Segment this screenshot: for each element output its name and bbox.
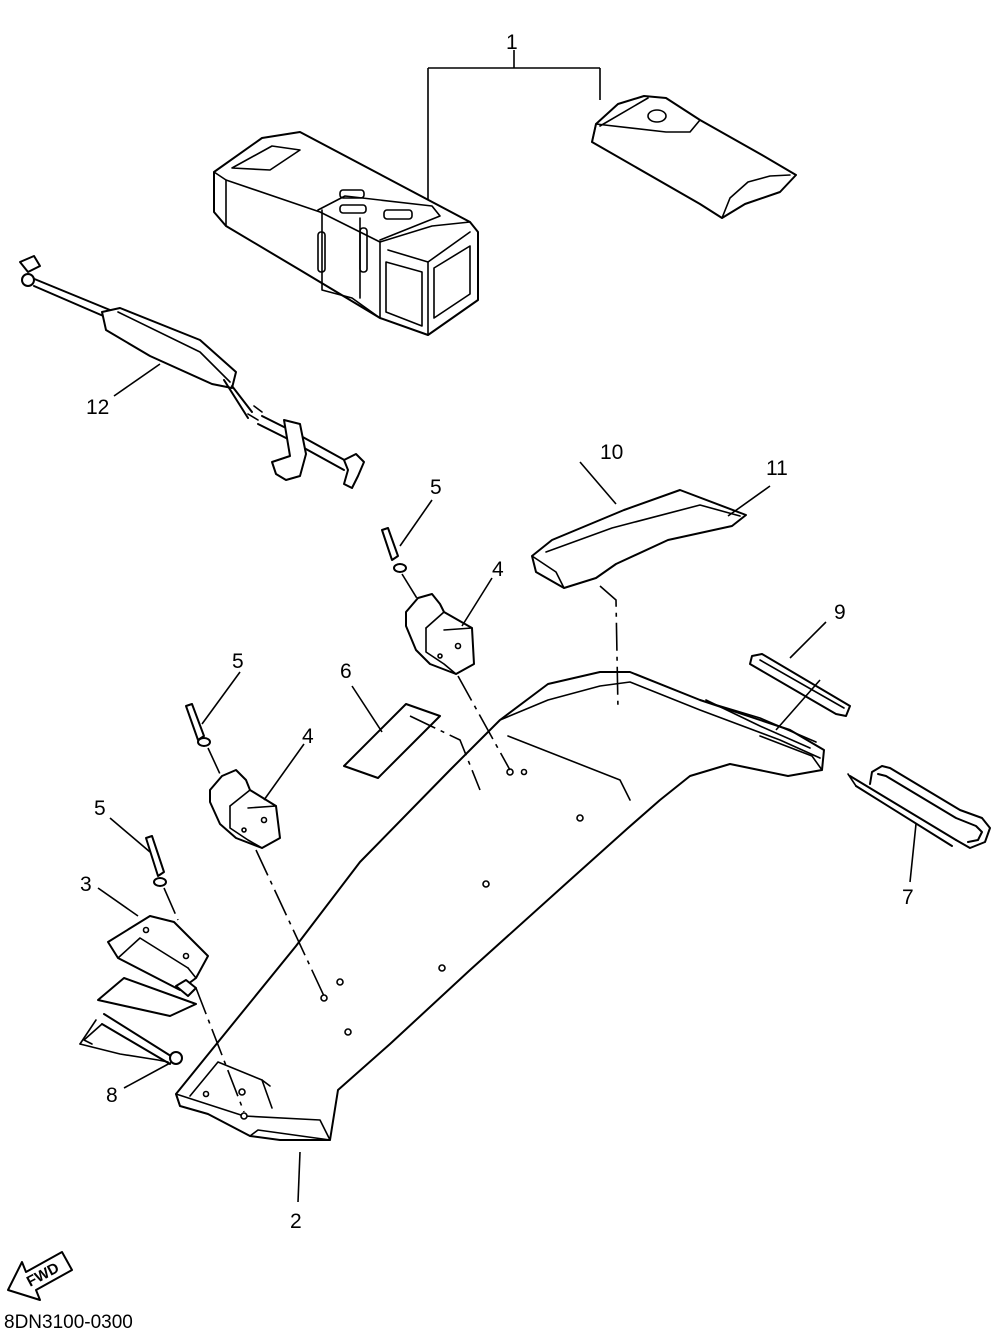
part-4-bracket-upper — [405, 593, 475, 675]
callout-5-upper: 5 — [430, 476, 442, 499]
part-7-hook — [847, 765, 991, 849]
callout-5-lower: 5 — [94, 797, 106, 820]
part-2-rear-fender — [175, 671, 825, 1141]
callout-9: 9 — [834, 601, 846, 624]
fwd-direction-arrow: FWD — [7, 1251, 73, 1301]
callout-12: 12 — [86, 396, 109, 419]
callout-11: 11 — [766, 457, 788, 480]
callout-4-upper: 4 — [492, 558, 504, 581]
part-5-rivet-b — [185, 703, 211, 747]
callout-8: 8 — [106, 1084, 118, 1107]
leader-lines — [97, 363, 917, 1203]
part-1-tool-kit — [213, 50, 797, 336]
part-5-rivet-a — [381, 527, 407, 573]
part-4-bracket-lower — [209, 769, 281, 849]
part-3-hinge — [97, 915, 209, 1017]
callout-1: 1 — [506, 31, 518, 54]
part-8-pin — [79, 1013, 183, 1065]
callout-5-middle: 5 — [232, 650, 244, 673]
callout-6: 6 — [340, 660, 352, 683]
callout-3: 3 — [80, 873, 92, 896]
part-5-rivet-c — [145, 835, 167, 887]
callout-4-lower: 4 — [302, 725, 314, 748]
part-9-strip — [749, 653, 851, 717]
callout-7: 7 — [902, 886, 914, 909]
part-6-label — [343, 703, 441, 779]
callout-numbers: 1 12 10 11 5 4 9 5 6 4 5 3 7 8 2 — [80, 31, 914, 1233]
part-10-11-foam-pad — [531, 489, 747, 589]
callout-2: 2 — [290, 1210, 302, 1233]
part-12-seat-lock-cable — [19, 255, 365, 489]
callout-10: 10 — [600, 441, 623, 464]
assembly-center-lines — [163, 573, 619, 1113]
drawing-code: 8DN3100-0300 — [4, 1312, 133, 1333]
